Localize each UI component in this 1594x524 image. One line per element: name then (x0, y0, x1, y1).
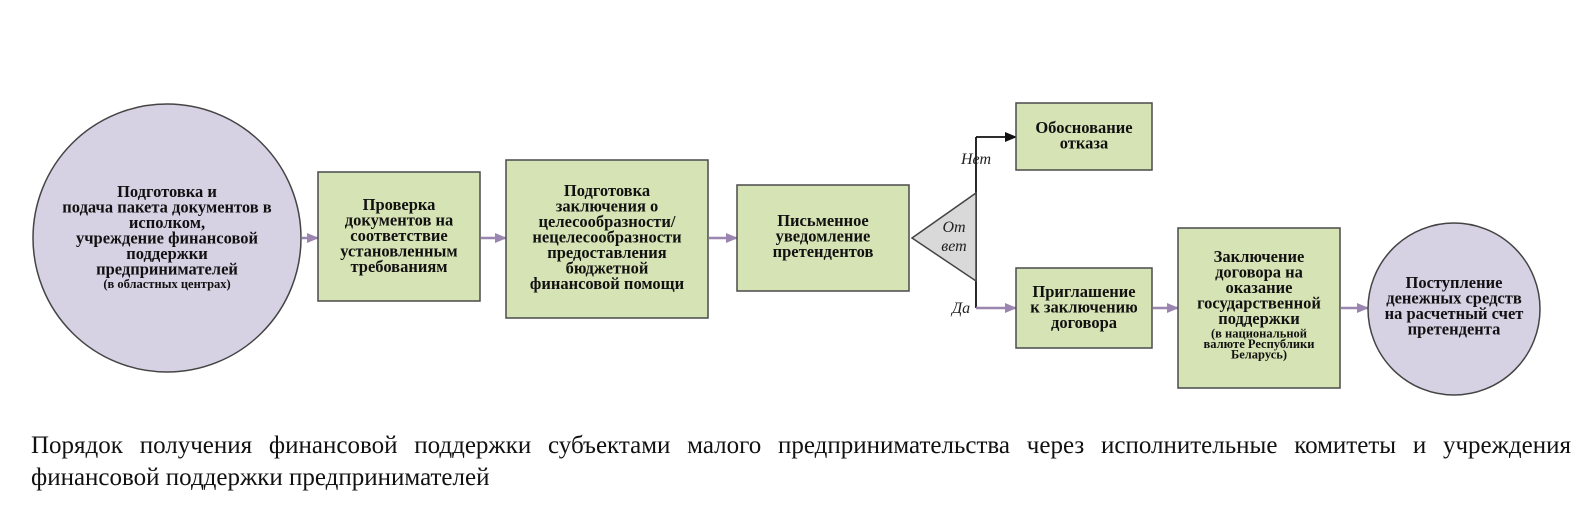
notify-line: уведомление (776, 227, 871, 246)
invite-line: Приглашение (1032, 282, 1135, 301)
conclusion-line: финансовой помощи (530, 274, 685, 293)
notify-box-shape (736, 184, 910, 292)
contract-box-shape (1177, 227, 1341, 389)
start-line: предпринимателей (96, 260, 238, 279)
start-line: учреждение финансовой (76, 229, 259, 248)
contract-line: оказание (1226, 278, 1293, 297)
contract-line: Заключение (1214, 247, 1305, 266)
check-line: соответствие (350, 226, 447, 245)
check-box-shape (317, 171, 481, 302)
funds-line: претендента (1408, 320, 1501, 339)
notify-line: Письменное (777, 211, 869, 230)
start-line: подача пакета документов в (62, 198, 271, 217)
start-line: поддержки (126, 244, 208, 263)
label-no: Нет (960, 151, 991, 168)
start-line: Подготовка и (117, 182, 217, 201)
notify-line: претендентов (773, 242, 874, 261)
start-note-line: (в областных центрах) (103, 277, 230, 291)
funds-line: Поступление (1406, 273, 1503, 292)
node-answer-text: От вет (941, 219, 966, 255)
invite-box-shape (1015, 267, 1153, 349)
refusal-line: отказа (1060, 134, 1109, 153)
label-yes: Да (950, 300, 970, 317)
check-line: документов на (345, 211, 454, 230)
contract-note-line: (в национальной (1211, 327, 1307, 341)
answer-triangle-shape (910, 191, 977, 283)
contract-note-line: Беларусь) (1231, 348, 1287, 362)
contract-line: договора на (1215, 263, 1303, 282)
start-line: исполком, (129, 213, 205, 232)
check-line: установленным (340, 242, 457, 261)
refusal-line: Обоснование (1035, 118, 1132, 137)
conclusion-line: заключения о (556, 197, 659, 216)
contract-line: государственной (1197, 294, 1321, 313)
refusal-box-shape (1015, 102, 1153, 171)
funds-line: денежных средств (1386, 289, 1522, 308)
check-line: Проверка (363, 195, 436, 214)
invite-line: к заключению (1030, 298, 1138, 317)
contract-line: поддержки (1218, 309, 1300, 328)
conclusion-line: предоставления (547, 243, 667, 262)
answer-line: вет (941, 238, 966, 255)
answer-line: От (942, 219, 965, 236)
funds-line: на расчетный счет (1385, 304, 1524, 323)
conclusion-line: бюджетной (566, 259, 649, 278)
conclusion-line: нецелесообразности (532, 228, 682, 247)
conclusion-line: Подготовка (564, 181, 650, 200)
check-line: требованиям (350, 257, 447, 276)
conclusion-line: целесообразности/ (538, 212, 675, 231)
invite-line: договора (1051, 313, 1117, 332)
node-answer: От вет (910, 191, 977, 283)
figure-caption: Порядок получения финансовой поддержки с… (31, 432, 1571, 491)
funds-circle-shape (1367, 222, 1541, 396)
start-circle-shape (32, 103, 302, 373)
contract-note-line: валюте Республики (1204, 337, 1315, 351)
conclusion-box-shape (505, 159, 709, 319)
